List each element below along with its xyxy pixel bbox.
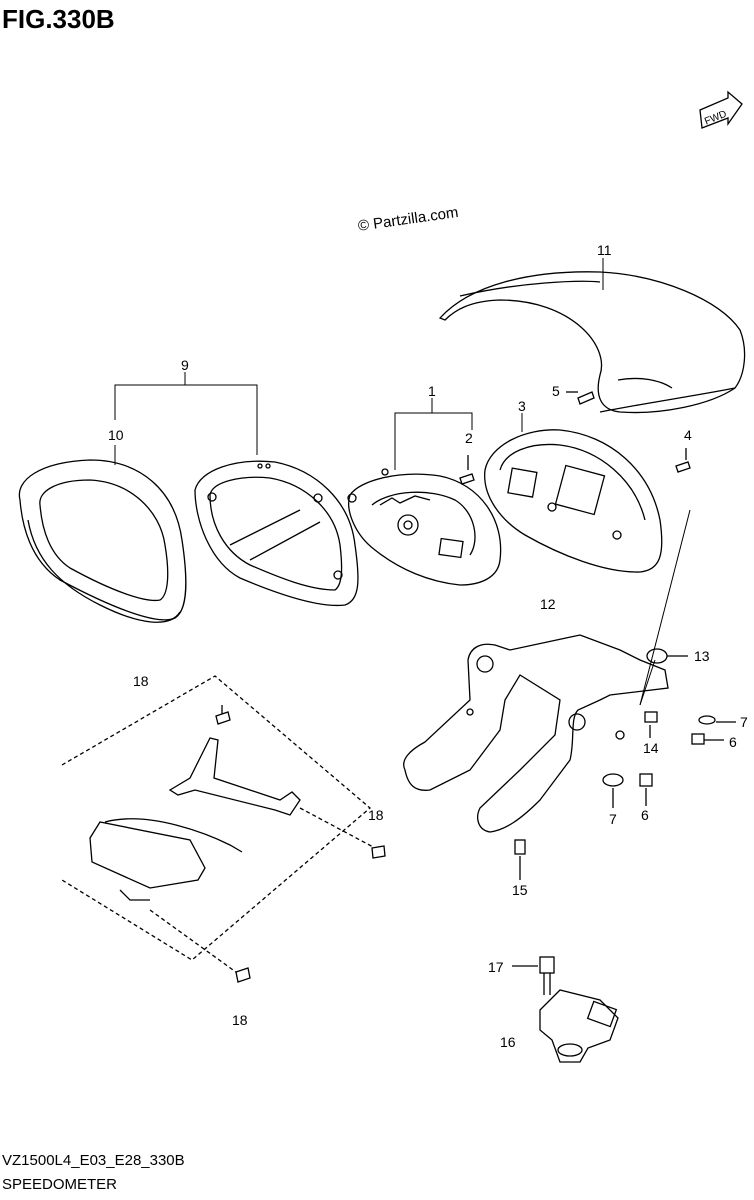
callout-10: 11 [597, 242, 612, 258]
callout-5: 5 [552, 383, 560, 399]
forward-direction-arrow-icon: FWD [699, 90, 743, 129]
hardware-group [514, 711, 736, 880]
footer-section-name: SPEEDOMETER [2, 1176, 118, 1193]
screw-part-5 [566, 391, 595, 405]
callout-18-lower: 18 [232, 1012, 248, 1028]
instrument-cluster-part-1 [347, 468, 502, 586]
leader-lines [114, 258, 691, 706]
bolt-part-16 [512, 956, 555, 995]
meter-cover-part-10 [438, 271, 746, 414]
callout-7-right: 7 [740, 714, 748, 730]
speed-sensor-part-15 [539, 989, 619, 1063]
callout-9: 10 [108, 427, 124, 443]
screw-part-4 [675, 448, 691, 473]
callout-18-upper: 18 [368, 807, 384, 823]
callout-6-lower: 6 [641, 807, 649, 823]
callout-3: 3 [518, 398, 526, 414]
meter-case-part-8 [194, 460, 359, 607]
bezel-ring-part-9 [18, 459, 187, 623]
figure-title: FIG.330B [2, 4, 115, 34]
footer-model-code: VZ1500L4_E03_E28_330B [2, 1152, 185, 1169]
callout-2: 2 [465, 430, 473, 446]
callout-16: 17 [488, 959, 504, 975]
callout-13: 14 [643, 740, 659, 756]
cushion-part-12 [646, 648, 688, 664]
callout-15: 16 [500, 1034, 516, 1050]
callout-17: 18 [133, 673, 149, 689]
callout-11: 12 [540, 596, 556, 612]
lower-case-part-3 [484, 429, 663, 573]
callout-4: 4 [684, 427, 692, 443]
callout-1: 1 [428, 383, 436, 399]
callout-8: 9 [181, 357, 189, 373]
tail-meter-part-17 [61, 675, 386, 983]
callout-12: 13 [694, 648, 710, 664]
callout-14: 15 [512, 882, 528, 898]
callout-6-right: 6 [729, 734, 737, 750]
meter-bracket-part-11 [403, 634, 669, 833]
screw-part-2 [459, 455, 475, 485]
callout-7-lower: 7 [609, 811, 617, 827]
